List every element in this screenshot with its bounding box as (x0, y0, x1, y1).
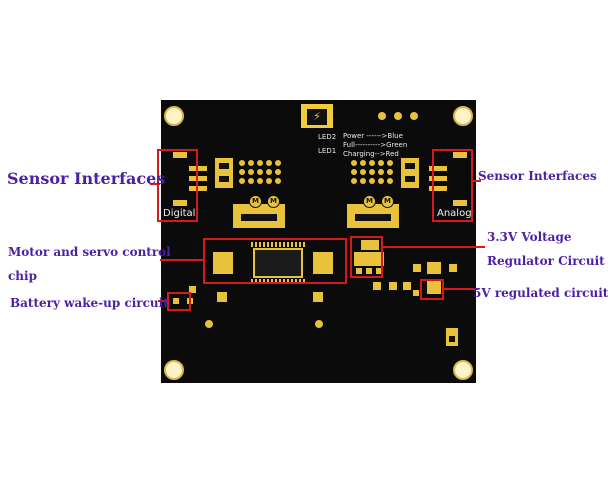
right-connector-pin-2 (429, 166, 447, 171)
small-part-5 (389, 282, 397, 290)
five-volt-chip (427, 280, 441, 294)
regulator-label-line1: 3.3V Voltage (487, 230, 572, 244)
small-part-6 (403, 282, 411, 290)
motor-driver-chip-right-pad (313, 252, 333, 274)
analog-label: Analog (437, 208, 472, 219)
led1-label: LED1 (318, 147, 337, 155)
left-connector-pin-1 (173, 152, 187, 158)
motor-connector-left-slot (241, 214, 277, 221)
regulator-pin-1 (356, 268, 362, 274)
left-connector-pin-3 (189, 176, 207, 181)
mounting-hole-top-left (164, 106, 184, 126)
small-part-3 (449, 264, 457, 272)
right-connector-pin-3 (429, 176, 447, 181)
bolt-icon: ⚡ (307, 109, 327, 125)
battery-wakeup-label: Battery wake-up circuit (10, 296, 169, 310)
regulator-label-line2: Regulator Circuit (487, 254, 605, 268)
motor-chip-pins-top (251, 242, 305, 247)
small-part-1 (413, 264, 421, 272)
five-volt-box (420, 279, 444, 300)
motor-driver-chip-main (253, 248, 303, 278)
left-header-block-inner (219, 163, 229, 169)
motor-connector-left-m2: M (267, 195, 280, 208)
right-connector-pin-5 (453, 200, 467, 206)
pcb-board: ⚡ LED2 LED1 Power ------>Blue Full------… (161, 100, 476, 383)
battery-box (167, 292, 191, 311)
motor-chip-pins-bottom (251, 279, 305, 284)
battery-leader (158, 300, 169, 302)
regulator-tab (361, 240, 379, 250)
wake-part-4 (217, 292, 227, 302)
motor-connector-right-m1: M (363, 195, 376, 208)
analog-sensor-box (432, 149, 473, 222)
wake-part-1 (189, 286, 196, 293)
digital-sensor-box (157, 149, 198, 222)
wake-part-2 (173, 298, 179, 304)
motor-chip-label-line1: Motor and servo control (8, 245, 171, 259)
motor-chip-label-line2: chip (8, 269, 37, 283)
five-volt-label: 5V regulated circuit (473, 286, 608, 300)
motor-connector-left-m1: M (249, 195, 262, 208)
right-dot-grid (351, 160, 393, 184)
five-volt-leader (442, 288, 478, 290)
via-1 (205, 320, 213, 328)
charging-legend: Charging-->Red (343, 150, 399, 158)
motor-driver-chip-left-pad (213, 252, 233, 274)
wake-part-5 (313, 292, 323, 302)
led2-label: LED2 (318, 133, 337, 141)
left-header-block-inner-2 (219, 176, 229, 182)
small-part-7 (413, 290, 419, 296)
right-header-block-inner-2 (405, 176, 415, 182)
sensor-left-leader (150, 183, 160, 185)
right-connector-pin-1 (453, 152, 467, 158)
motor-connector-right-slot (355, 214, 391, 221)
top-pin-1 (378, 112, 386, 120)
top-pin-2 (394, 112, 402, 120)
mounting-hole-bottom-left (164, 360, 184, 380)
regulator-body (354, 252, 384, 266)
right-header-block-inner (405, 163, 415, 169)
motor-chip-box (203, 238, 347, 284)
power-legend: Power ------>Blue (343, 132, 403, 140)
regulator-box (350, 236, 383, 278)
digital-label: Digital (163, 208, 196, 219)
left-dot-grid (239, 160, 281, 184)
regulator-leader (382, 246, 485, 248)
regulator-pin-3 (376, 268, 382, 274)
mounting-hole-bottom-right (453, 360, 473, 380)
sensor-interfaces-right-label: Sensor Interfaces (478, 169, 597, 183)
full-legend: Full---------->Green (343, 141, 408, 149)
mounting-hole-top-right (453, 106, 473, 126)
small-part-4 (373, 282, 381, 290)
motor-connector-right-m2: M (381, 195, 394, 208)
left-connector-pin-2 (189, 166, 207, 171)
small-part-2 (427, 262, 441, 274)
regulator-pin-2 (366, 268, 372, 274)
sensor-right-leader (471, 180, 481, 182)
motor-chip-leader (160, 259, 205, 261)
bottom-right-pad-slot (449, 336, 455, 342)
right-connector-pin-4 (429, 186, 447, 191)
sensor-interfaces-left-label: Sensor Interfaces (7, 169, 166, 188)
left-connector-pin-4 (189, 186, 207, 191)
via-2 (315, 320, 323, 328)
top-pin-3 (410, 112, 418, 120)
left-connector-pin-5 (173, 200, 187, 206)
